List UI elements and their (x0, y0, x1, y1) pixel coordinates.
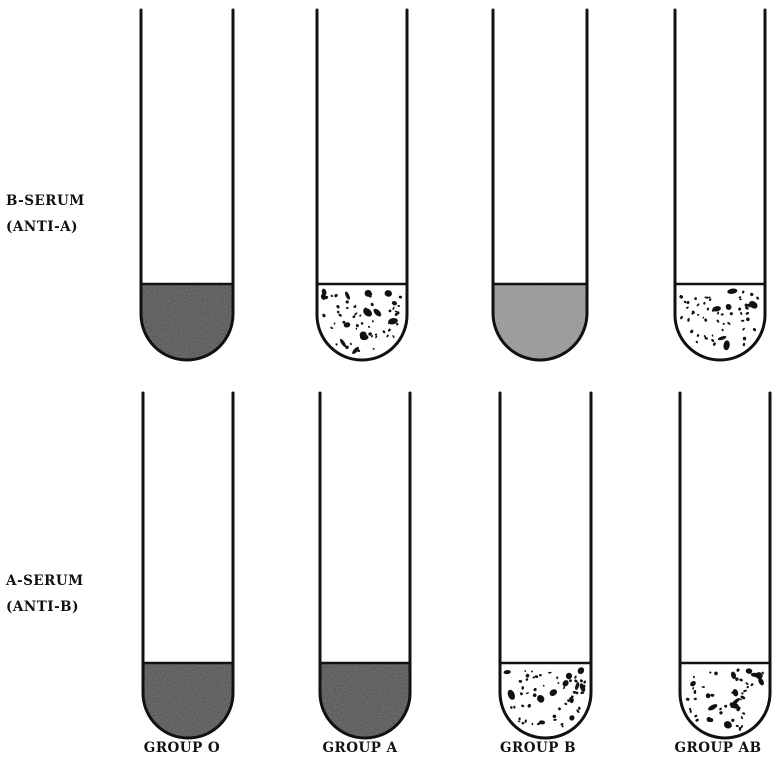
test-tube (493, 10, 587, 360)
test-tube (320, 393, 410, 738)
test-tube (141, 10, 233, 360)
test-tube (680, 393, 770, 738)
test-tube (143, 393, 233, 738)
test-tube (500, 393, 591, 738)
test-tube (675, 10, 765, 360)
test-tube (317, 10, 407, 360)
